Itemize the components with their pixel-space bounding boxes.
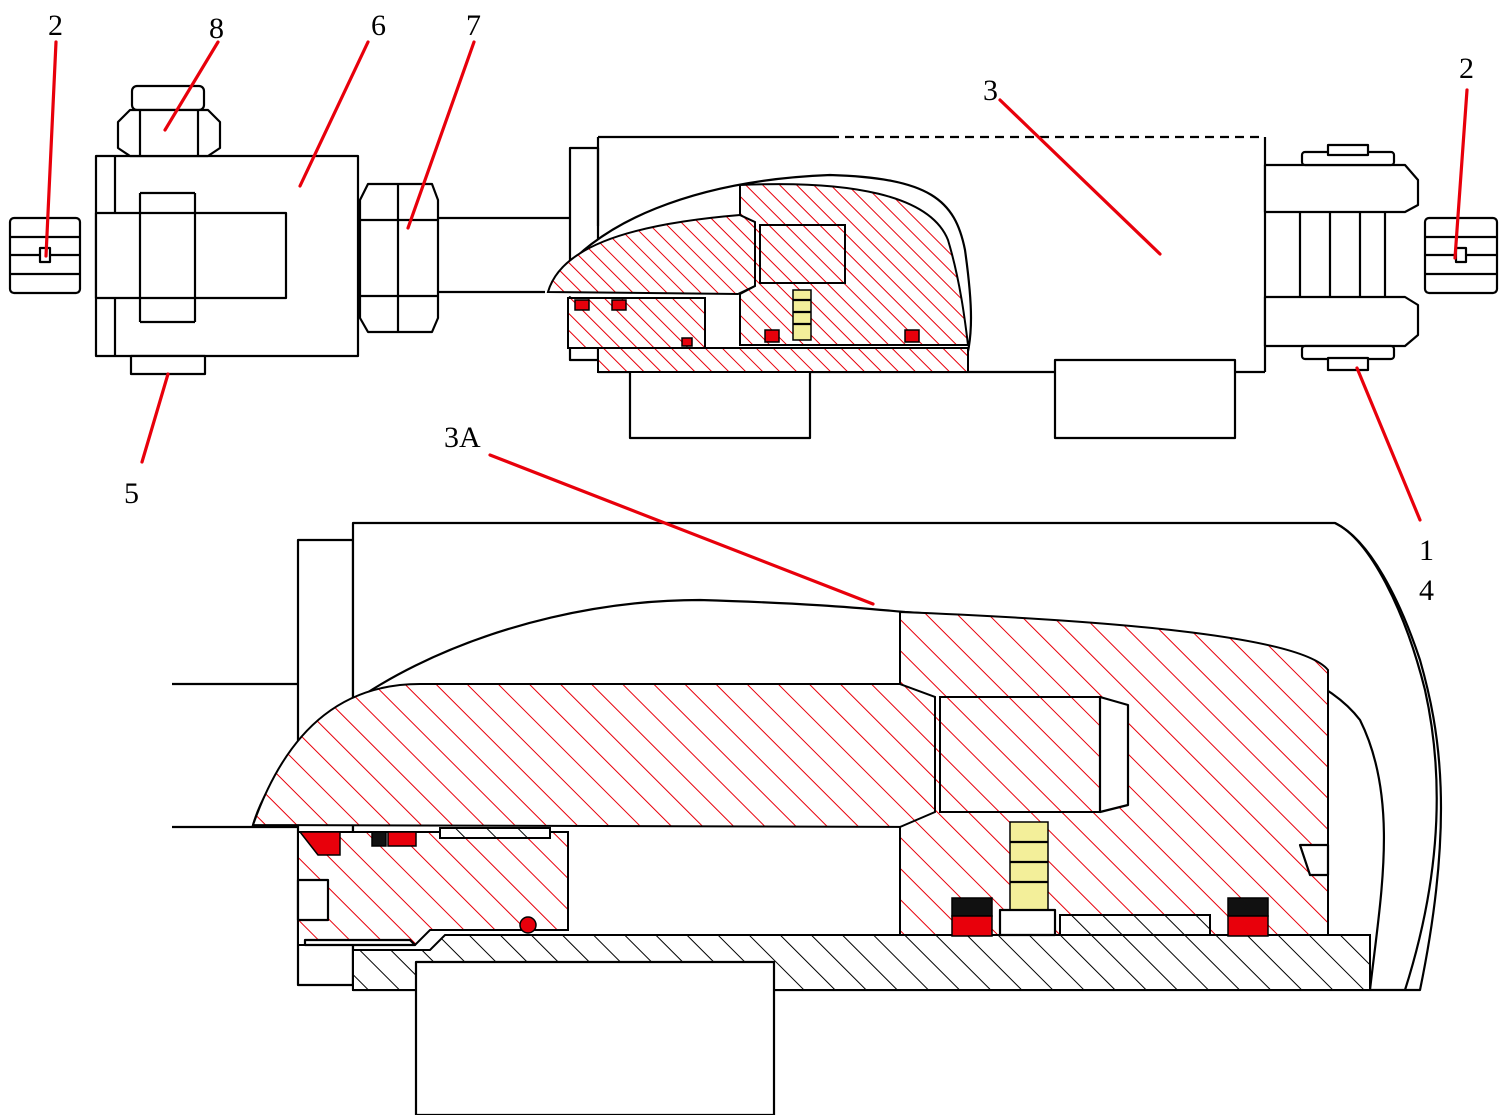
clevis xyxy=(94,154,360,376)
callouts: 2 8 6 7 3 2 5 3A 1 4 xyxy=(48,9,1474,607)
callout-1: 1 xyxy=(1419,534,1434,567)
callout-2-right: 2 xyxy=(1459,52,1474,85)
callout-5: 5 xyxy=(124,477,139,510)
section-breakout-small xyxy=(546,173,973,373)
leader-3a xyxy=(488,453,875,606)
callout-7: 7 xyxy=(466,9,481,42)
jam-nut xyxy=(358,182,440,334)
leader-lines xyxy=(44,40,1469,606)
leader-5 xyxy=(140,372,170,464)
right-pin xyxy=(1423,216,1499,295)
leader-2-left xyxy=(44,40,58,258)
callout-3: 3 xyxy=(983,74,998,107)
top-assembly-view xyxy=(8,84,1499,440)
leader-1-4 xyxy=(1355,366,1422,522)
leader-6 xyxy=(298,40,370,188)
clevis-pin-nut xyxy=(116,84,222,158)
callout-4: 4 xyxy=(1419,574,1434,607)
detail-section-3a xyxy=(172,521,1443,1115)
rear-clevis xyxy=(1263,143,1420,372)
callout-8: 8 xyxy=(209,12,224,45)
leader-7 xyxy=(406,40,476,230)
leader-2-right xyxy=(1453,88,1469,260)
callout-6: 6 xyxy=(371,9,386,42)
callout-2-left: 2 xyxy=(48,9,63,42)
callout-3a: 3A xyxy=(444,421,481,454)
leader-3 xyxy=(998,98,1162,256)
leader-8 xyxy=(163,40,220,132)
